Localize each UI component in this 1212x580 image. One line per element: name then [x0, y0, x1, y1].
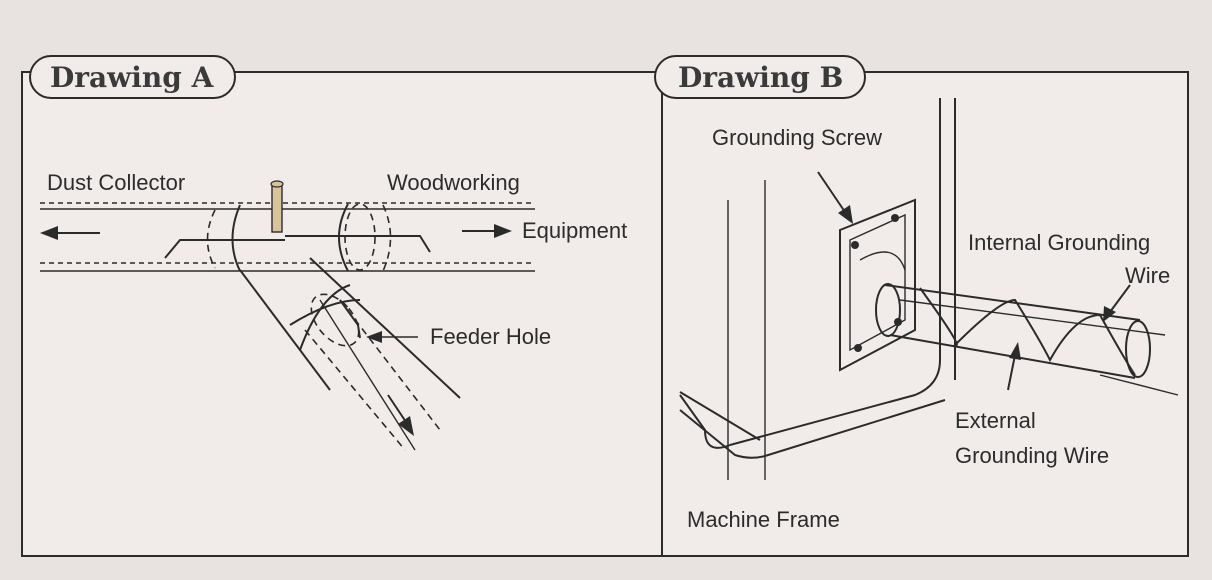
label-woodworking: Woodworking [387, 170, 520, 195]
label-external: External [955, 408, 1036, 433]
top-nozzle [270, 180, 284, 233]
right-flow-arrow [462, 224, 512, 238]
drawing-b-title-pill [654, 55, 866, 99]
external-wire-leader [1007, 342, 1021, 391]
branch-pipe [239, 257, 461, 451]
label-external-grounding-wire: Grounding Wire [955, 443, 1109, 468]
drawing-b-panel: Drawing B [654, 55, 1189, 557]
label-grounding-screw: Grounding Screw [712, 125, 882, 150]
label-feeder-hole: Feeder Hole [430, 324, 551, 349]
drawing-a-title: Drawing A [50, 61, 215, 94]
label-machine-frame: Machine Frame [687, 507, 840, 532]
main-duct [40, 202, 535, 272]
grounding-hose [875, 283, 1179, 396]
internal-wire-leader [1103, 284, 1131, 322]
branch-flow-arrow [387, 394, 414, 436]
label-equipment: Equipment [522, 218, 627, 243]
label-internal-wire: Wire [1125, 263, 1170, 288]
grounding-screw-leader [817, 171, 853, 224]
label-dust-collector: Dust Collector [47, 170, 185, 195]
drawing-a-frame [21, 71, 663, 557]
drawing-a-title-pill [29, 55, 236, 99]
left-flow-arrow [40, 226, 100, 240]
label-internal-grounding: Internal Grounding [968, 230, 1150, 255]
drawing-a-panel: Drawing A [21, 55, 663, 557]
feeder-hole-leader [366, 331, 418, 343]
drawing-b-title: Drawing B [678, 61, 843, 94]
grounding-plate [839, 198, 916, 372]
